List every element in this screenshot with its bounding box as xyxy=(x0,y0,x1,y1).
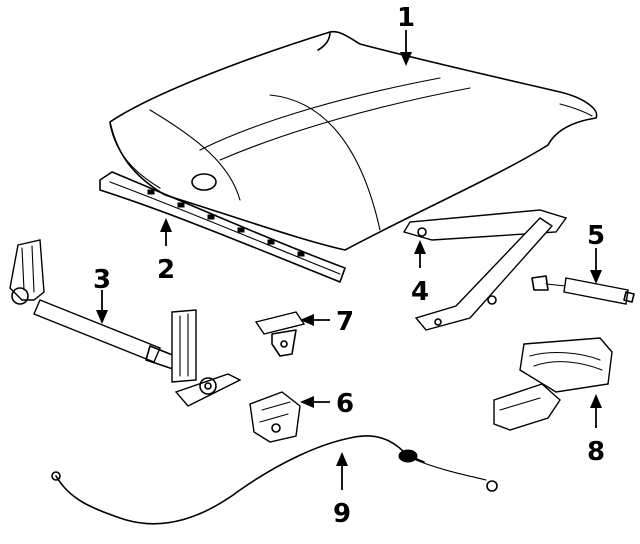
callout-leaders xyxy=(96,30,602,490)
hood-latch xyxy=(249,391,301,443)
latch-striker-bracket xyxy=(254,311,306,357)
callout-1: 1 xyxy=(397,3,415,33)
callout-8: 8 xyxy=(587,437,605,467)
hood-release-cable xyxy=(51,435,498,525)
hood-hinge-arm xyxy=(402,209,568,331)
hood-seal-strip xyxy=(99,171,346,283)
callout-9: 9 xyxy=(333,499,351,529)
hood-release-handle xyxy=(493,337,613,431)
gas-lift-strut xyxy=(531,275,635,305)
callout-4: 4 xyxy=(411,277,429,307)
hood-support-strut xyxy=(9,239,242,407)
callout-7: 7 xyxy=(336,307,354,337)
hood-panel xyxy=(109,30,598,251)
callout-6: 6 xyxy=(336,389,354,419)
callout-2: 2 xyxy=(157,255,175,285)
callout-3: 3 xyxy=(93,265,111,295)
callout-5: 5 xyxy=(587,221,605,251)
